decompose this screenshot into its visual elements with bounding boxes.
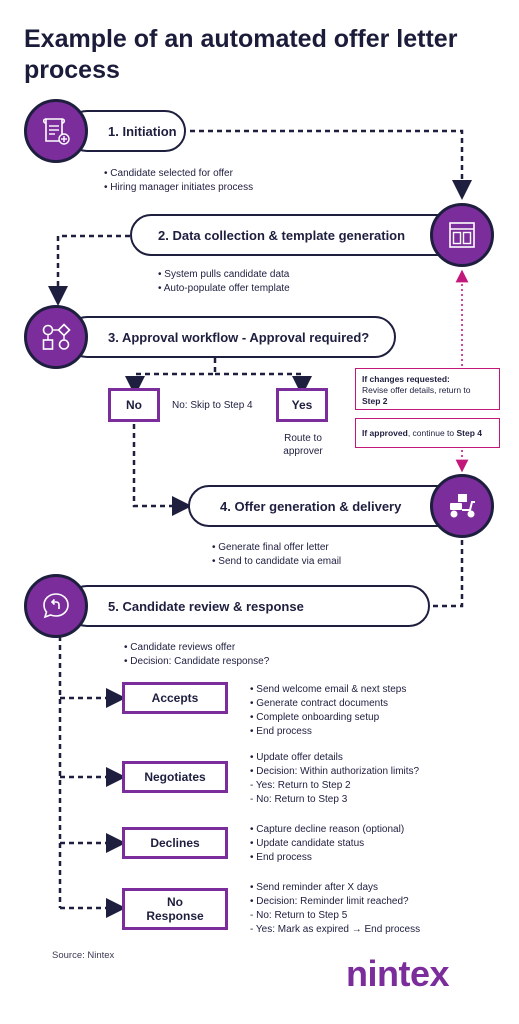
- step-2-label: 2. Data collection & template generation: [158, 227, 406, 243]
- list-item: - Yes: Mark as expired → End process: [250, 924, 421, 935]
- list-item: • Capture decline reason (optional): [250, 824, 405, 835]
- list-item: • Send welcome email & next steps: [250, 684, 407, 695]
- step-5-bullets: • Candidate reviews offer • Decision: Ca…: [124, 641, 269, 669]
- response-accepts-label: Accepts: [151, 691, 199, 705]
- step-2-icon-circle: [430, 203, 494, 267]
- response-accepts-details: • Send welcome email & next steps • Gene…: [250, 683, 406, 739]
- list-item: • Decision: Candidate response?: [124, 656, 270, 667]
- response-no-response-label: No Response: [146, 895, 204, 923]
- step-5-pill: 5. Candidate review & response: [66, 585, 430, 627]
- list-item: • Decision: Reminder limit reached?: [250, 896, 409, 907]
- source-note: Source: Nintex: [52, 950, 115, 961]
- connector-no-4: [132, 424, 192, 516]
- delivery-scooter-icon: [450, 494, 475, 518]
- response-declines-details: • Capture decline reason (optional) • Up…: [250, 823, 404, 865]
- document-add-icon: [42, 118, 70, 145]
- approval-no-box: No: [108, 388, 160, 422]
- nintex-logo: nintex: [346, 953, 450, 994]
- response-declines-label: Declines: [150, 836, 200, 850]
- page-title: Example of an automated offer letter pro…: [24, 25, 458, 84]
- list-item: - Yes: Return to Step 2: [250, 780, 351, 791]
- list-item: • Update candidate status: [250, 838, 365, 849]
- changes-text: Revise offer details, return to: [362, 385, 471, 395]
- approved-step: Step 4: [456, 427, 482, 438]
- list-item: • Generate contract documents: [250, 698, 389, 709]
- step-4-label: 4. Offer generation & delivery: [220, 498, 402, 514]
- step-3-icon-circle: [24, 305, 88, 369]
- step-2-pill: 2. Data collection & template generation: [130, 214, 460, 256]
- step-3-label: 3. Approval workflow - Approval required…: [108, 329, 370, 345]
- changes-step: Step 2: [362, 396, 388, 406]
- step-4-pill: 4. Offer generation & delivery: [188, 485, 460, 527]
- approval-yes-note: Route to approver: [283, 433, 323, 457]
- list-item: • End process: [250, 852, 312, 863]
- response-negotiates-label: Negotiates: [144, 770, 206, 784]
- list-item: • Send reminder after X days: [250, 882, 379, 893]
- response-no-response-box: No Response: [122, 888, 228, 930]
- changes-requested-note: If changes requested: Revise offer detai…: [355, 368, 500, 410]
- response-accepts-box: Accepts: [122, 682, 228, 714]
- approval-yes-box: Yes: [276, 388, 328, 422]
- approved-prefix: If approved: [362, 427, 408, 438]
- list-item: • Complete onboarding setup: [250, 712, 380, 723]
- list-item: • Hiring manager initiates process: [104, 182, 254, 193]
- response-negotiates-details: • Update offer details • Decision: Withi…: [250, 751, 419, 807]
- step-4-icon-circle: [430, 474, 494, 538]
- step-3-pill: 3. Approval workflow - Approval required…: [66, 316, 396, 358]
- list-item: • Decision: Within authorization limits?: [250, 766, 420, 777]
- approval-yes-label: Yes: [291, 398, 313, 412]
- step-2-bullets: • System pulls candidate data • Auto-pop…: [158, 268, 290, 296]
- list-item: • End process: [250, 726, 312, 737]
- workflow-shapes-icon: [42, 323, 71, 350]
- list-item: - No: Return to Step 3: [250, 794, 348, 805]
- connector-1-2: [190, 129, 472, 200]
- approved-mid: , continue to: [407, 427, 457, 438]
- chat-return-icon: [43, 593, 69, 619]
- changes-title: If changes requested:: [362, 374, 450, 384]
- connector-2-3: [48, 234, 130, 306]
- step-5-icon-circle: [24, 574, 88, 638]
- template-layout-icon: [449, 222, 475, 248]
- step-1-label: 1. Initiation: [108, 123, 177, 139]
- list-item: • Candidate reviews offer: [124, 642, 236, 653]
- approval-no-note: No: Skip to Step 4: [172, 400, 253, 411]
- list-item: • System pulls candidate data: [158, 269, 290, 280]
- response-negotiates-box: Negotiates: [122, 761, 228, 793]
- step-5-label: 5. Candidate review & response: [108, 598, 304, 614]
- step-4-bullets: • Generate final offer letter • Send to …: [212, 541, 341, 569]
- step-1-bullets: • Candidate selected for offer • Hiring …: [104, 167, 253, 195]
- connector-4-5: [430, 540, 464, 608]
- response-declines-box: Declines: [122, 827, 228, 859]
- list-item: • Generate final offer letter: [212, 542, 329, 553]
- list-item: • Send to candidate via email: [212, 556, 342, 567]
- list-item: • Auto-populate offer template: [158, 283, 290, 294]
- list-item: • Update offer details: [250, 752, 343, 763]
- connector-3-split: [125, 358, 217, 396]
- response-no-response-details: • Send reminder after X days • Decision:…: [250, 881, 420, 937]
- approved-note: If approved, continue to Step 4: [355, 418, 500, 448]
- list-item: - No: Return to Step 5: [250, 910, 348, 921]
- list-item: • Candidate selected for offer: [104, 168, 233, 179]
- step-1-icon-circle: [24, 99, 88, 163]
- approval-no-label: No: [126, 398, 142, 412]
